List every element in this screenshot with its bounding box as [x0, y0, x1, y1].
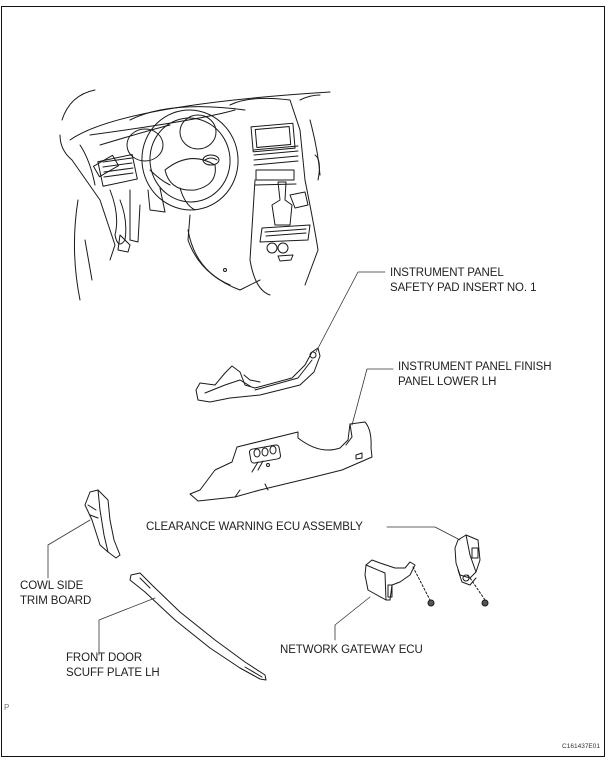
leader-cowl-side [47, 519, 91, 579]
label-network-gateway-ecu: NETWORK GATEWAY ECU [280, 643, 423, 658]
label-line: FRONT DOOR [66, 652, 143, 664]
label-line: INSTRUMENT PANEL [390, 267, 504, 279]
front-door-scuff-plate-drawing [129, 572, 267, 681]
leader-lines [47, 271, 461, 656]
figure-code: C161437E01 [562, 743, 600, 750]
label-finish-panel-lower: INSTRUMENT PANEL FINISH PANEL LOWER LH [398, 360, 552, 390]
label-line: INSTRUMENT PANEL FINISH [398, 361, 552, 373]
label-line: NETWORK GATEWAY ECU [280, 644, 423, 656]
leader-clearance-ecu [386, 526, 461, 541]
label-line: TRIM BOARD [20, 595, 92, 607]
finish-panel-lower-drawing [189, 421, 373, 502]
safety-pad-insert-drawing [195, 347, 321, 403]
label-front-door-scuff: FRONT DOOR SCUFF PLATE LH [66, 651, 160, 681]
label-line: COWL SIDE [20, 580, 84, 592]
label-clearance-warning-ecu: CLEARANCE WARNING ECU ASSEMBLY [146, 520, 363, 535]
dashboard-overview-drawing [59, 89, 331, 301]
clearance-warning-ecu-drawing [454, 534, 489, 607]
figure-frame [1, 6, 605, 757]
network-gateway-ecu-drawing [364, 559, 435, 607]
leader-scuff-plate [98, 597, 156, 656]
label-safety-pad-insert: INSTRUMENT PANEL SAFETY PAD INSERT NO. 1 [390, 266, 537, 296]
label-line: SCUFF PLATE LH [66, 667, 160, 679]
leader-safety-pad [315, 271, 386, 353]
label-line: PANEL LOWER LH [398, 376, 497, 388]
side-marker: P [4, 703, 10, 712]
leader-gateway-ecu [334, 596, 371, 641]
cowl-side-trim-drawing [84, 489, 121, 559]
label-line: SAFETY PAD INSERT NO. 1 [390, 282, 537, 294]
leader-finish-panel [351, 368, 394, 426]
label-cowl-side-trim: COWL SIDE TRIM BOARD [20, 579, 91, 609]
label-line: CLEARANCE WARNING ECU ASSEMBLY [146, 521, 363, 533]
